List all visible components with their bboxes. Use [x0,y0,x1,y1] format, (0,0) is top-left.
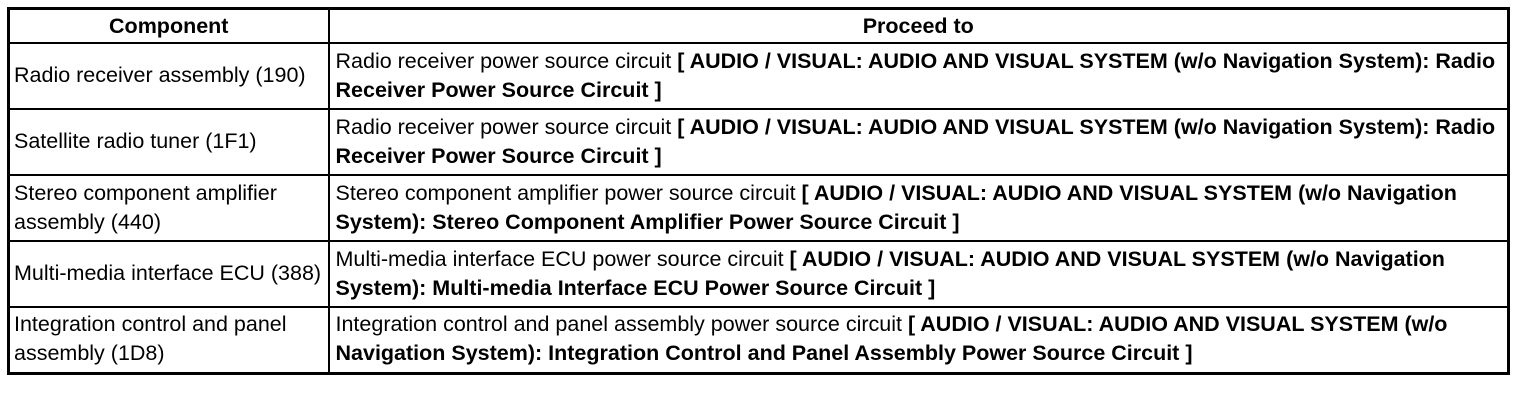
reference-link[interactable]: [ AUDIO / VISUAL: AUDIO AND VISUAL SYSTE… [335,246,1445,300]
column-header-component: Component [7,7,330,44]
table-row: Multi-media interface ECU (388) Multi-me… [7,240,1510,308]
table-row: Integration control and panel assembly (… [7,306,1510,374]
proceed-text: Integration control and panel assembly p… [335,312,908,337]
component-cell: Stereo component amplifier assembly (440… [7,174,330,242]
component-cell: Multi-media interface ECU (388) [7,240,330,308]
table-header-row: Component Proceed to [7,7,1510,44]
proceed-cell: Multi-media interface ECU power source c… [327,240,1510,308]
proceed-text: Multi-media interface ECU power source c… [335,246,790,271]
component-table: Component Proceed to Radio receiver asse… [7,7,1510,375]
proceed-cell: Radio receiver power source circuit [ AU… [327,108,1510,176]
proceed-cell: Integration control and panel assembly p… [327,306,1510,374]
component-cell: Integration control and panel assembly (… [7,306,330,374]
reference-link[interactable]: [ AUDIO / VISUAL: AUDIO AND VISUAL SYSTE… [335,312,1448,366]
reference-link[interactable]: [ AUDIO / VISUAL: AUDIO AND VISUAL SYSTE… [335,180,1457,234]
component-cell: Radio receiver assembly (190) [7,42,330,110]
table-row: Radio receiver assembly (190) Radio rece… [7,42,1510,110]
document-page: Component Proceed to Radio receiver asse… [7,7,1510,375]
column-header-proceed-to: Proceed to [327,7,1510,44]
proceed-cell: Radio receiver power source circuit [ AU… [327,42,1510,110]
table-row: Satellite radio tuner (1F1) Radio receiv… [7,108,1510,176]
reference-link[interactable]: [ AUDIO / VISUAL: AUDIO AND VISUAL SYSTE… [335,48,1496,102]
reference-link[interactable]: [ AUDIO / VISUAL: AUDIO AND VISUAL SYSTE… [335,114,1496,168]
component-cell: Satellite radio tuner (1F1) [7,108,330,176]
table-row: Stereo component amplifier assembly (440… [7,174,1510,242]
proceed-text: Radio receiver power source circuit [335,114,678,139]
proceed-cell: Stereo component amplifier power source … [327,174,1510,242]
proceed-text: Stereo component amplifier power source … [335,180,802,205]
proceed-text: Radio receiver power source circuit [335,48,678,73]
